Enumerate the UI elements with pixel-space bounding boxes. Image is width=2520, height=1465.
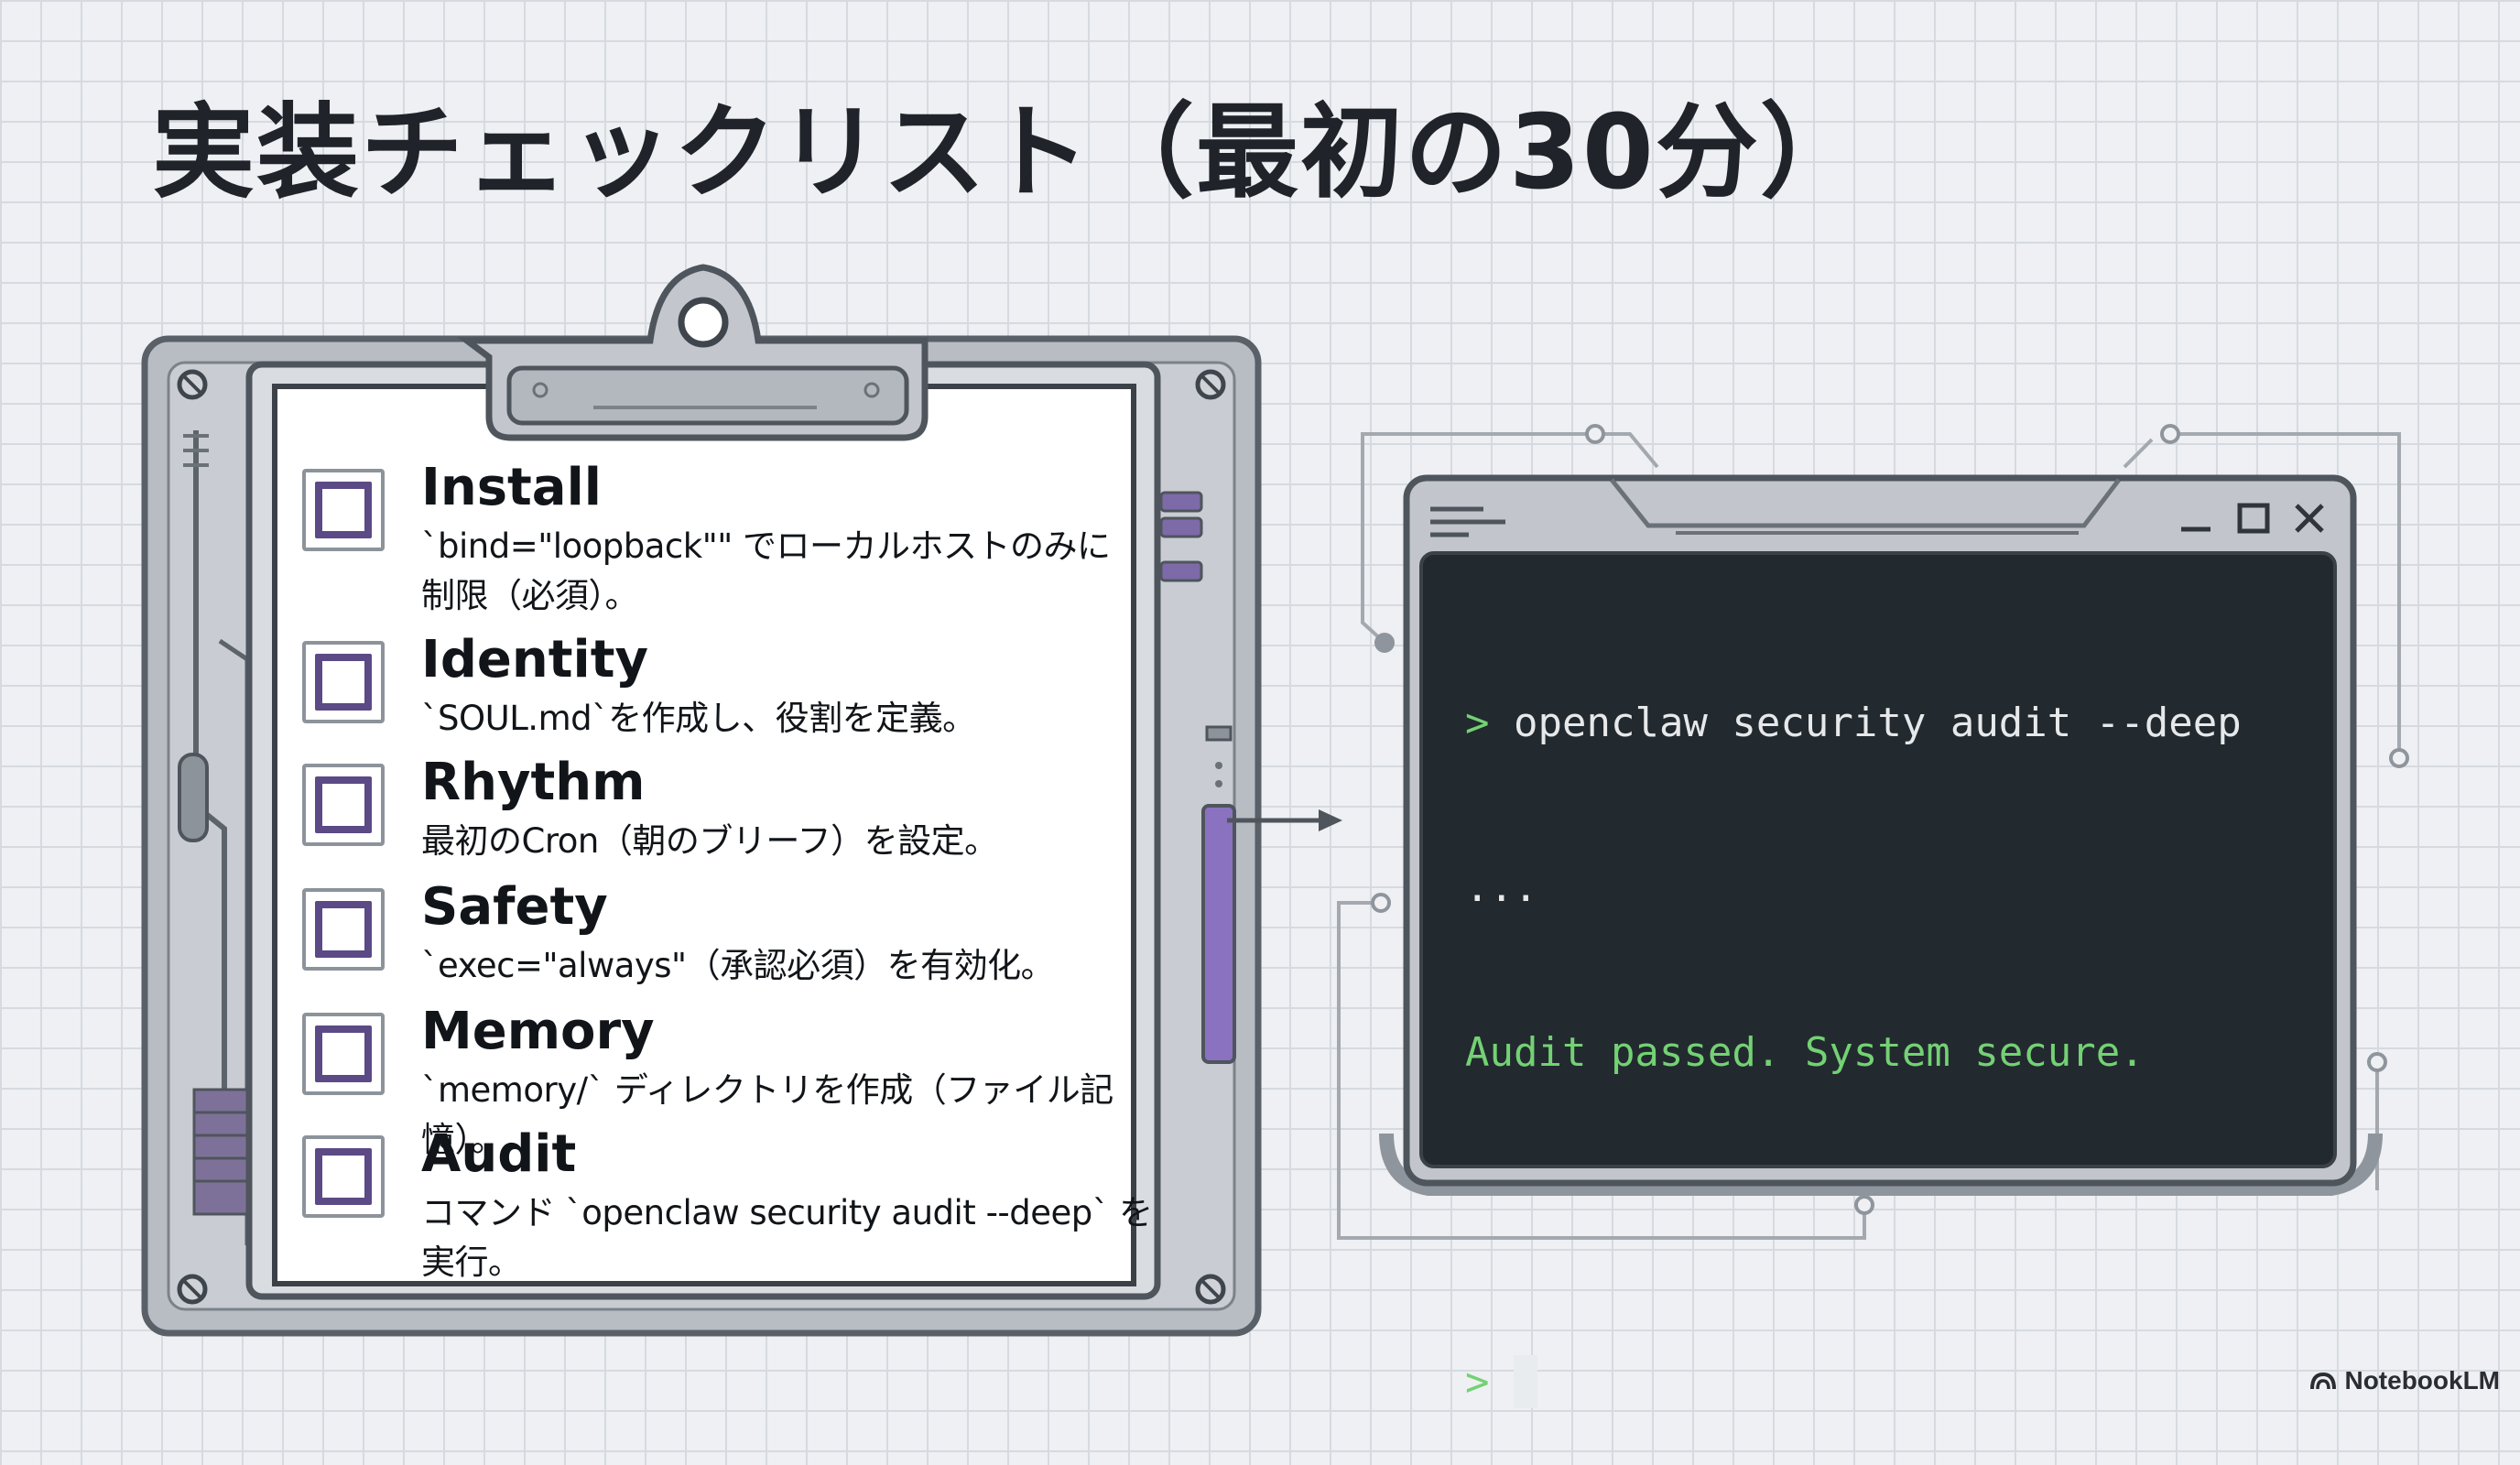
checkbox-identity[interactable]	[302, 641, 385, 723]
terminal-command: openclaw security audit --deep	[1514, 700, 2242, 746]
prompt-symbol: >	[1465, 700, 1490, 746]
checkbox-audit[interactable]	[302, 1135, 385, 1218]
clipboard-illustration	[141, 264, 1342, 1337]
terminal-result: Audit passed. System secure.	[1465, 1029, 2145, 1076]
terminal-output[interactable]: > openclaw security audit --deep ... Aud…	[1465, 586, 2308, 1465]
illustration	[141, 264, 2409, 1337]
item-title: Rhythm	[421, 753, 646, 812]
checkbox-memory[interactable]	[302, 1013, 385, 1095]
terminal-command-line: > openclaw security audit --deep	[1465, 696, 2308, 751]
maximize-icon[interactable]	[2237, 503, 2270, 534]
checklist: Install `bind="loopback"" でローカルホストのみに制限（…	[302, 458, 1154, 1300]
checkbox-safety[interactable]	[302, 888, 385, 971]
checkbox-install[interactable]	[302, 469, 385, 551]
watermark-label: NotebookLM	[2344, 1366, 2500, 1394]
checklist-item-install: Install `bind="loopback"" でローカルホストのみに制限（…	[302, 458, 1154, 615]
item-description: `SOUL.md`を作成し、役割を定義。	[421, 699, 976, 738]
item-title: Install	[421, 458, 602, 517]
close-icon[interactable]	[2295, 504, 2324, 533]
item-description: `memory/` ディレクトリを作成（ファイル記憶）。	[421, 1070, 1113, 1159]
item-title: Memory	[421, 1002, 655, 1061]
checkbox-rhythm[interactable]	[302, 764, 385, 846]
notebooklm-icon	[2310, 1372, 2337, 1390]
slide-title: 実装チェックリスト（最初の30分）	[152, 93, 1864, 212]
checklist-item-safety: Safety `exec="always"（承認必須）を有効化。	[302, 877, 1154, 996]
item-title: Identity	[421, 630, 649, 689]
prompt-symbol: >	[1465, 1359, 1490, 1405]
text-cursor	[1514, 1355, 1537, 1408]
terminal-illustration	[1337, 424, 2409, 1240]
checklist-item-memory: Memory `memory/` ディレクトリを作成（ファイル記憶）。	[302, 1002, 1154, 1159]
checklist-item-rhythm: Rhythm 最初のCron（朝のブリーフ）を設定。	[302, 753, 1154, 872]
checklist-item-audit: Audit コマンド `openclaw security audit --de…	[302, 1124, 1154, 1282]
terminal-input-line[interactable]: >	[1465, 1355, 2308, 1410]
item-title: Safety	[421, 877, 608, 937]
checklist-item-identity: Identity `SOUL.md`を作成し、役割を定義。	[302, 630, 1154, 749]
item-description: `exec="always"（承認必須）を有効化。	[421, 946, 1055, 985]
notebooklm-watermark: NotebookLM	[2309, 1366, 2500, 1395]
item-description: `bind="loopback"" でローカルホストのみに制限（必須）。	[421, 526, 1111, 615]
item-title: Audit	[421, 1124, 577, 1184]
window-controls	[2181, 503, 2324, 534]
item-description: 最初のCron（朝のブリーフ）を設定。	[421, 821, 998, 861]
terminal-ellipsis: ...	[1465, 864, 1538, 911]
item-description: コマンド `openclaw security audit --deep` を実…	[421, 1193, 1153, 1282]
